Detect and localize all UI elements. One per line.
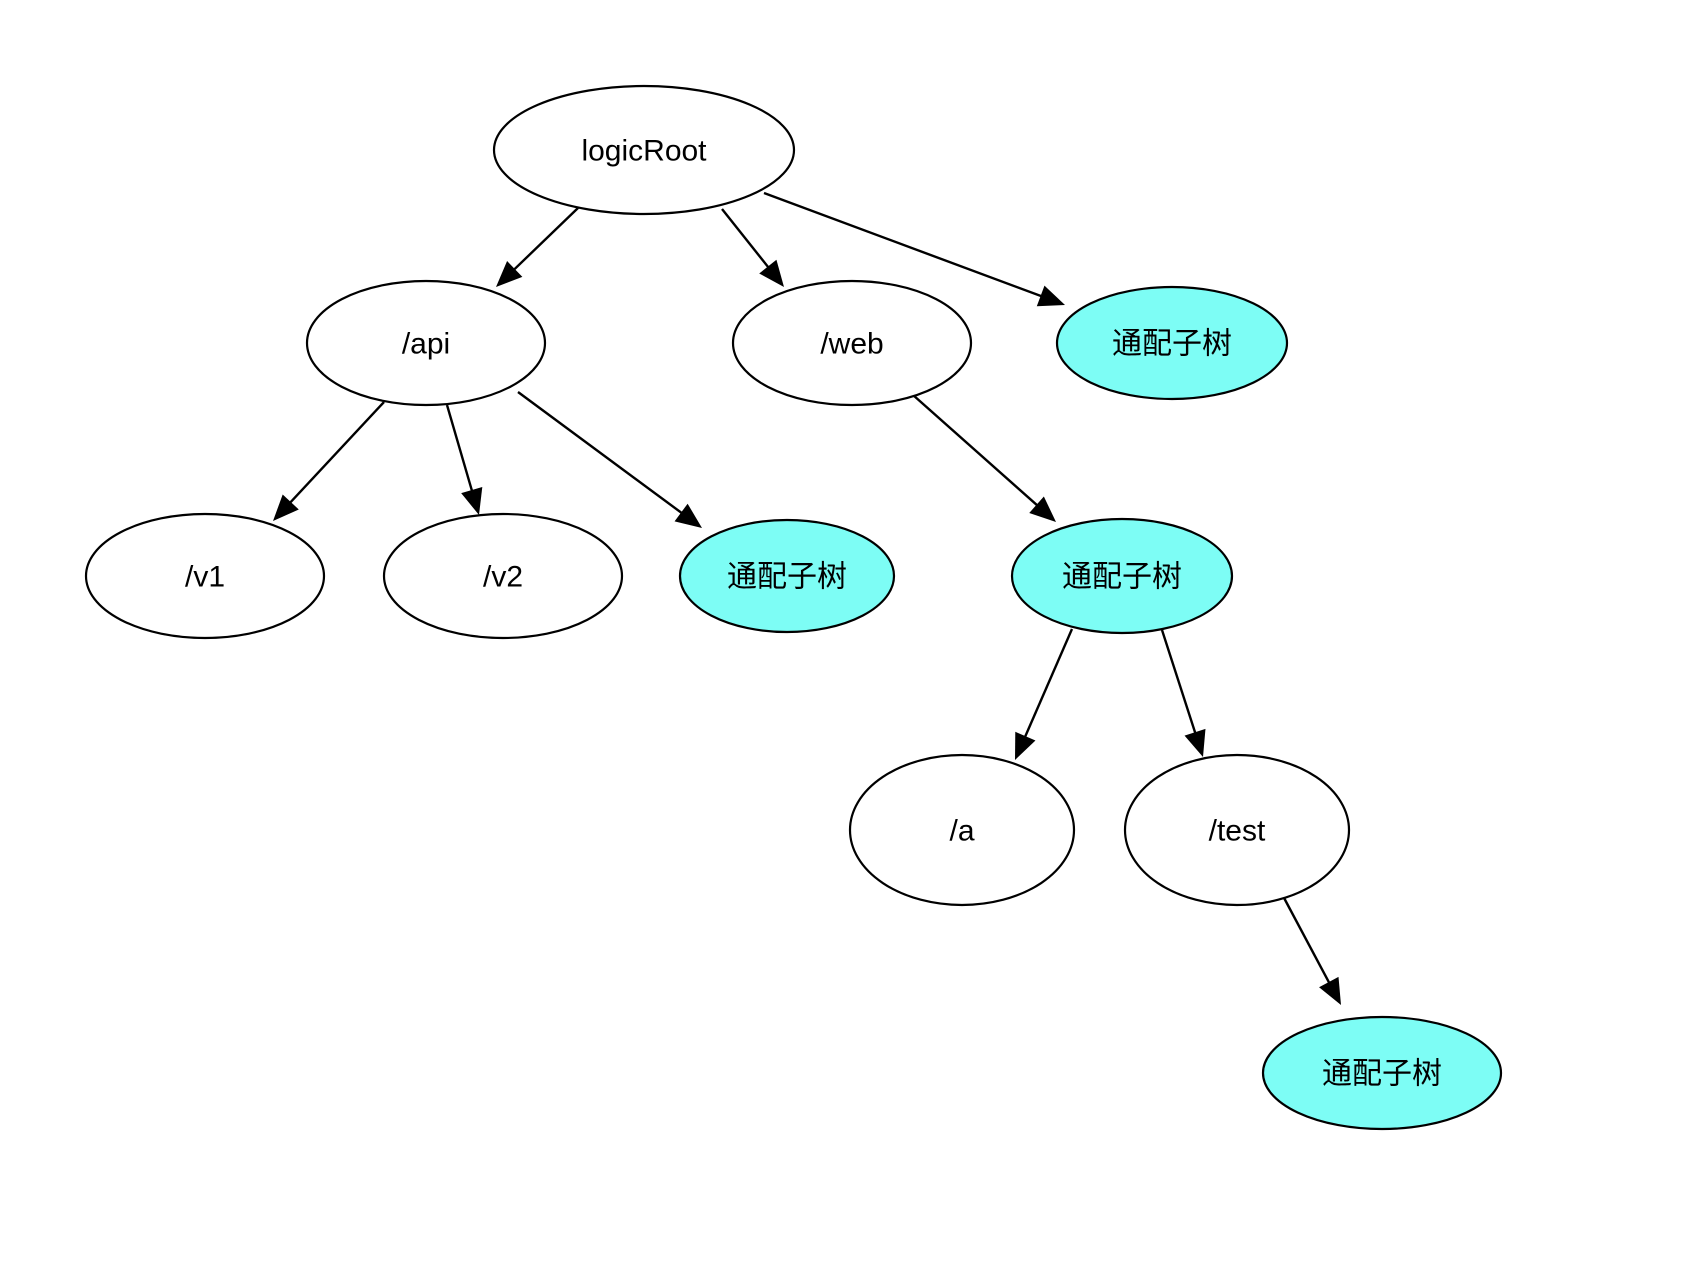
node-shape[interactable] bbox=[305, 279, 547, 407]
node-root-wild[interactable]: 通配子树 bbox=[1055, 285, 1289, 401]
edge-line bbox=[1022, 628, 1074, 742]
node-shape[interactable] bbox=[382, 512, 624, 640]
edge-line bbox=[510, 207, 579, 274]
edge-web-wild-to-test bbox=[1160, 629, 1206, 757]
arrowhead-icon bbox=[1184, 728, 1206, 757]
edge-web-wild-to-a bbox=[1015, 628, 1074, 760]
arrowhead-icon bbox=[461, 486, 483, 515]
arrowhead-icon bbox=[1015, 731, 1036, 760]
arrowhead-icon bbox=[1036, 285, 1065, 307]
edge-logicRoot-to-api bbox=[496, 207, 579, 287]
arrowhead-icon bbox=[1029, 496, 1056, 522]
edge-line bbox=[1281, 895, 1333, 988]
arrowhead-icon bbox=[496, 261, 523, 287]
edge-api-to-v1 bbox=[273, 401, 385, 521]
wildcard-node-shape[interactable] bbox=[1261, 1015, 1503, 1131]
arrowhead-icon bbox=[759, 259, 784, 287]
node-v1[interactable]: /v1 bbox=[84, 512, 326, 640]
edges-layer bbox=[273, 191, 1341, 1005]
edge-line bbox=[721, 208, 772, 272]
edge-logicRoot-to-root-wild bbox=[763, 191, 1065, 307]
edge-line bbox=[445, 404, 475, 496]
arrowhead-icon bbox=[273, 494, 299, 521]
node-shape[interactable] bbox=[1123, 753, 1351, 907]
node-logicRoot[interactable]: logicRoot bbox=[492, 84, 796, 216]
arrowhead-icon bbox=[674, 503, 702, 528]
node-a[interactable]: /a bbox=[848, 753, 1076, 907]
node-test-wild[interactable]: 通配子树 bbox=[1261, 1015, 1503, 1131]
edge-line bbox=[1160, 629, 1198, 738]
edge-api-to-api-wild bbox=[517, 391, 702, 528]
node-web-wild[interactable]: 通配子树 bbox=[1010, 517, 1234, 635]
edge-api-to-v2 bbox=[445, 404, 483, 515]
edge-test-to-test-wild bbox=[1281, 895, 1341, 1005]
edge-web-to-web-wild bbox=[912, 394, 1056, 522]
edge-line bbox=[763, 191, 1046, 299]
edge-line bbox=[912, 394, 1042, 509]
edge-line bbox=[286, 401, 385, 507]
node-web[interactable]: /web bbox=[731, 279, 973, 407]
wildcard-node-shape[interactable] bbox=[1010, 517, 1234, 635]
node-test[interactable]: /test bbox=[1123, 753, 1351, 907]
edge-line bbox=[517, 391, 686, 517]
arrowhead-icon bbox=[1319, 976, 1341, 1005]
edge-logicRoot-to-web bbox=[721, 208, 784, 287]
node-api[interactable]: /api bbox=[305, 279, 547, 407]
node-shape[interactable] bbox=[492, 84, 796, 216]
wildcard-node-shape[interactable] bbox=[1055, 285, 1289, 401]
node-shape[interactable] bbox=[848, 753, 1076, 907]
node-shape[interactable] bbox=[84, 512, 326, 640]
node-api-wild[interactable]: 通配子树 bbox=[678, 518, 896, 634]
wildcard-node-shape[interactable] bbox=[678, 518, 896, 634]
node-shape[interactable] bbox=[731, 279, 973, 407]
node-v2[interactable]: /v2 bbox=[382, 512, 624, 640]
